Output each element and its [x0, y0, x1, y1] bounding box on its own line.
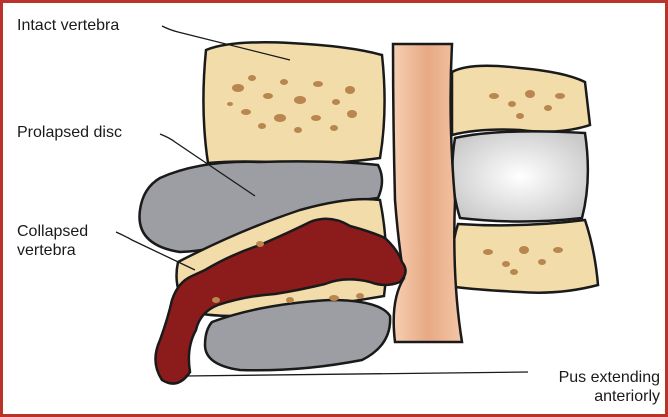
posterior-vertebra-upper — [452, 66, 590, 135]
label-collapsed-vertebra: Collapsed vertebra — [17, 222, 88, 260]
label-pus-extending: Pus extending anteriorly — [559, 368, 660, 406]
spinal-cord — [393, 44, 462, 342]
posterior-disc — [452, 131, 587, 221]
label-intact-vertebra: Intact vertebra — [17, 16, 119, 35]
posterior-vertebra-lower — [452, 220, 598, 293]
leader-pus — [185, 372, 528, 376]
label-prolapsed-disc: Prolapsed disc — [17, 123, 122, 142]
